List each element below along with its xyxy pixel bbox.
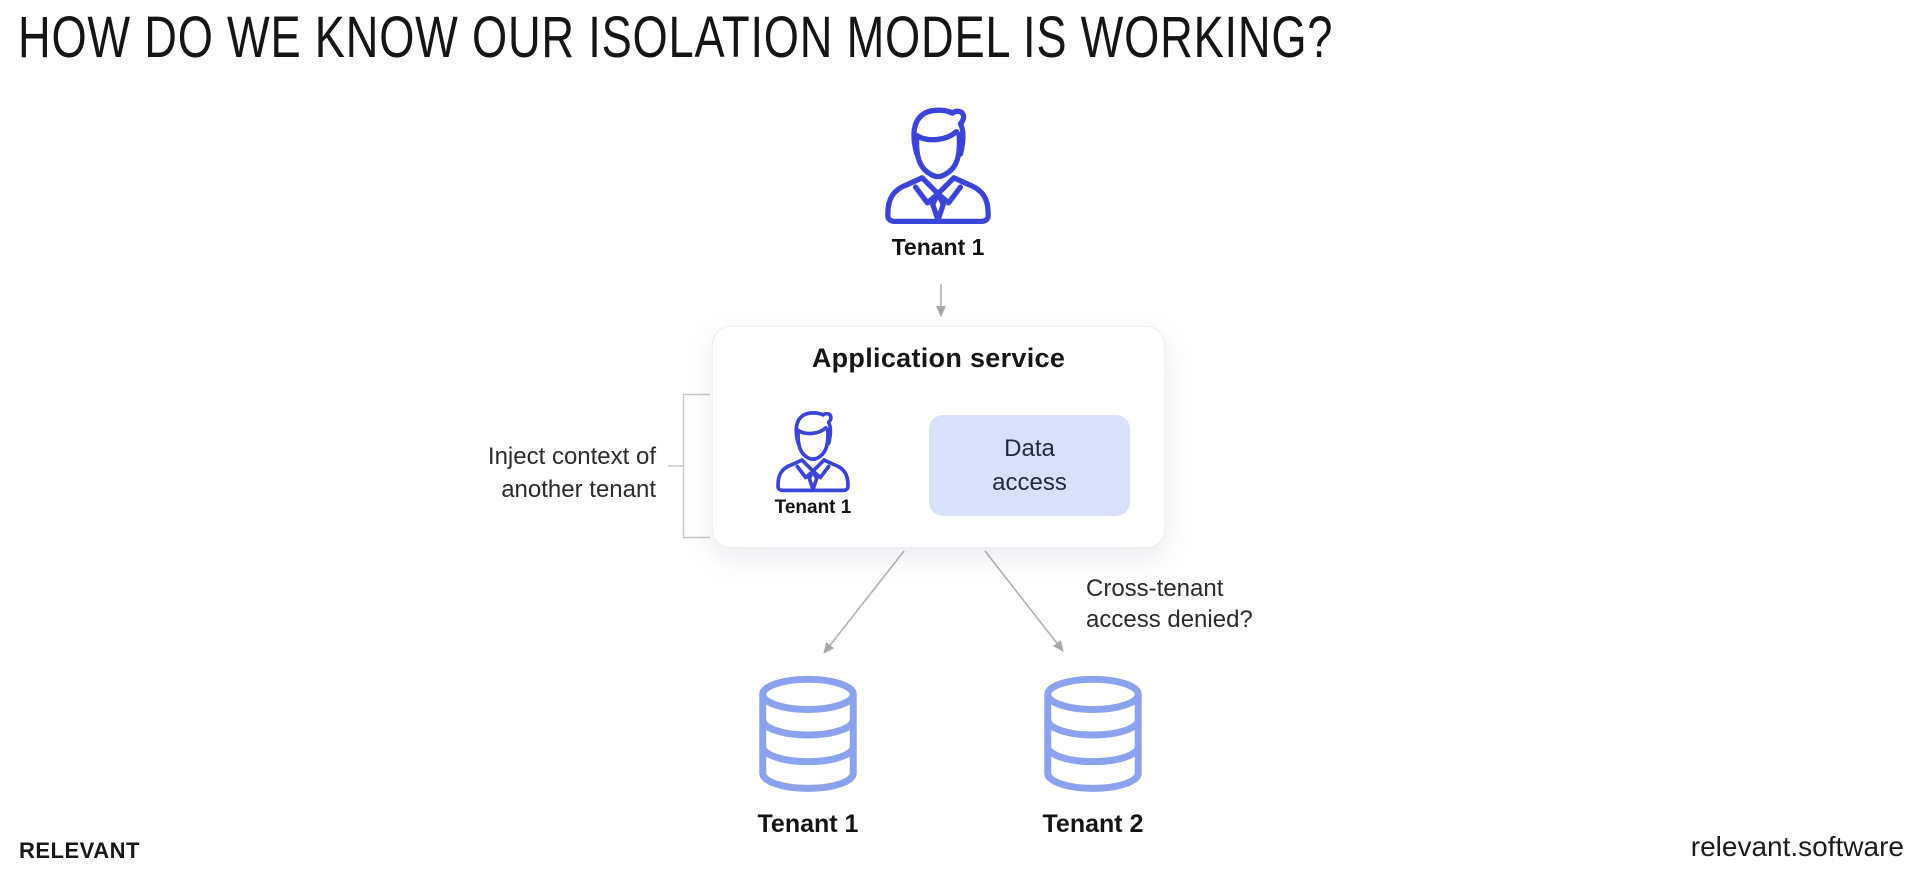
application-service-box: Application service Tenant 1 Data access — [712, 326, 1165, 548]
data-access-block: Data access — [929, 415, 1130, 516]
database-icon — [1044, 675, 1142, 792]
inject-bracket-icon — [668, 393, 710, 539]
page-title: HOW DO WE KNOW OUR ISOLATION MODEL IS WO… — [18, 4, 1704, 71]
arrow-app-to-db1-icon — [823, 550, 905, 654]
page-title-text: HOW DO WE KNOW OUR ISOLATION MODEL IS WO… — [18, 5, 1334, 70]
top-tenant-label: Tenant 1 — [891, 234, 985, 260]
inner-tenant-actor: Tenant 1 — [753, 403, 873, 519]
database-icon — [759, 675, 857, 792]
inject-context-note: Inject context of another tenant — [487, 443, 656, 503]
businessman-icon — [885, 107, 991, 225]
database-tenant1-label: Tenant 1 — [757, 810, 859, 838]
database-tenant1: Tenant 1 — [744, 672, 872, 839]
database-tenant2: Tenant 2 — [1029, 672, 1157, 839]
website-url: relevant.software — [1690, 831, 1904, 862]
top-tenant-actor: Tenant 1 — [866, 96, 1010, 261]
database-tenant2-label: Tenant 2 — [1042, 810, 1144, 838]
inner-tenant-label: Tenant 1 — [774, 497, 852, 518]
arrow-app-to-db2-icon — [984, 550, 1064, 652]
application-service-title: Application service — [811, 343, 1066, 373]
businessman-icon — [776, 411, 850, 493]
cross-tenant-note: Cross-tenant access denied? — [1086, 575, 1253, 633]
relevant-logo: RELEVANT — [19, 838, 140, 863]
